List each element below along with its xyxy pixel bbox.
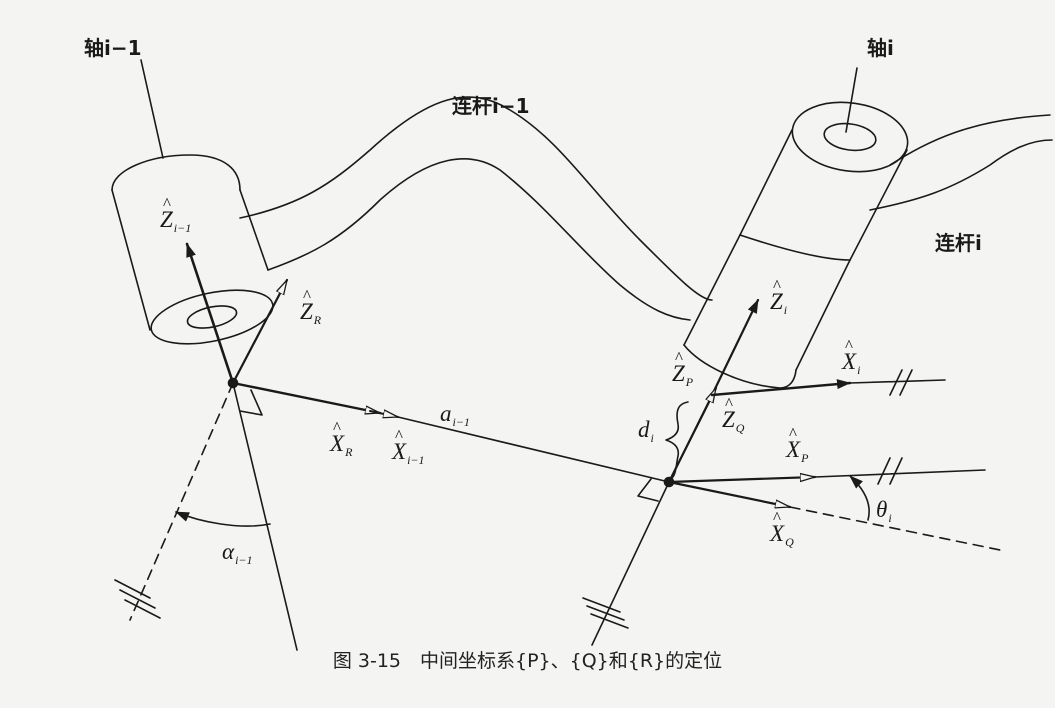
axis-prev-upper — [140, 59, 164, 159]
cylinder-i — [683, 101, 909, 389]
label-z-p: ZP — [672, 349, 693, 388]
axis-i-upper — [845, 67, 858, 133]
label-link-i: 连杆i — [935, 231, 982, 255]
x-p-arrow — [667, 477, 817, 484]
link-i-body — [889, 114, 1051, 166]
d-brace — [665, 401, 689, 479]
link-prev-body-lower — [267, 158, 691, 321]
origin-i — [663, 476, 675, 488]
alpha-dashed-line — [129, 382, 234, 621]
label-link-prev: 连杆i−1 — [452, 94, 530, 118]
label-x-prev: Xi−1 — [392, 427, 425, 466]
link-prev-body — [239, 96, 713, 301]
x-prev-arrow — [369, 411, 399, 417]
common-normal-line — [397, 416, 670, 483]
label-a-prev: ai−1 — [440, 401, 470, 429]
label-z-i: Zi — [770, 277, 787, 316]
right-angle-left — [239, 389, 263, 416]
label-axis-prev: 轴i−1 — [84, 36, 142, 60]
label-x-i: Xi — [842, 337, 860, 376]
link-i-body-lower — [869, 139, 1053, 211]
x-i-arrow — [710, 379, 852, 397]
cylinder-prev — [111, 154, 274, 345]
origin-prev — [227, 377, 239, 389]
axis-prev-line — [232, 382, 298, 651]
z-i-arrow — [710, 298, 760, 397]
figure-caption: 图 3-15 中间坐标系{P}、{Q}和{R}的定位 — [332, 650, 723, 672]
label-z-prev: Zi−1 — [160, 195, 191, 234]
axis-i-line — [591, 481, 670, 646]
alpha-arc — [175, 511, 271, 527]
x-i-line — [849, 379, 946, 384]
z-r-arrow — [231, 278, 289, 385]
label-alpha-prev: αi−1 — [222, 539, 253, 567]
hatch-marks-xp — [877, 457, 903, 485]
x-q-dashed — [789, 506, 1001, 551]
label-theta-i: θi — [876, 497, 892, 525]
label-x-q: XQ — [770, 509, 794, 548]
hatch-marks-left — [114, 579, 161, 619]
label-z-q: ZQ — [722, 395, 744, 434]
hatch-marks-xi — [889, 369, 913, 396]
label-axis-i: 轴i — [867, 36, 894, 60]
label-d-i: di — [638, 417, 654, 445]
x-r-arrow — [231, 381, 382, 413]
x-p-line — [814, 469, 986, 478]
x-q-arrow — [667, 480, 792, 507]
theta-arc — [849, 475, 870, 521]
right-angle-right — [637, 478, 659, 502]
label-x-p: XP — [786, 425, 808, 464]
z-prev-arrow — [185, 242, 235, 385]
label-z-r: ZR — [300, 287, 321, 326]
hatch-marks-bottom — [582, 597, 629, 629]
label-x-r: XR — [330, 419, 352, 458]
